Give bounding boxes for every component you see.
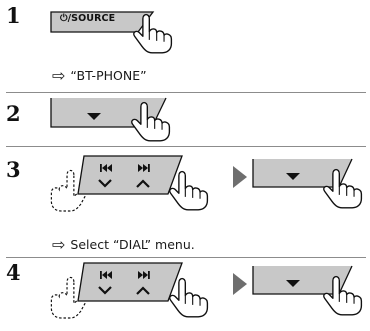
right-triangle-icon — [233, 273, 247, 295]
source-button-label: ⏻/SOURCE — [60, 13, 116, 24]
down-arrow-icon — [286, 173, 300, 180]
right-arrow-icon: ⇨ — [52, 66, 66, 85]
step-3-note-text: Select “DIAL” menu. — [70, 237, 195, 252]
skip-buttons-figure — [50, 262, 363, 319]
down-button-figure — [50, 97, 171, 142]
down-arrow-icon — [98, 286, 112, 295]
divider — [6, 257, 366, 258]
skip-buttons[interactable] — [77, 262, 183, 302]
up-arrow-icon — [136, 179, 150, 188]
step-1-note-text: “BT-PHONE” — [70, 68, 147, 83]
pointing-hand-icon — [169, 170, 209, 211]
skip-previous-icon — [100, 164, 112, 172]
step-3-number: 3 — [6, 157, 21, 182]
pointing-hand-icon — [169, 277, 209, 318]
step-2-number: 2 — [6, 101, 21, 126]
down-arrow-icon — [98, 179, 112, 188]
divider — [6, 146, 366, 147]
step-1-note: ⇨ “BT-PHONE” — [52, 66, 147, 85]
right-triangle-icon — [233, 166, 247, 188]
skip-buttons-figure — [50, 155, 363, 212]
skip-next-icon — [138, 164, 150, 172]
source-button-figure — [50, 11, 173, 54]
right-arrow-icon: ⇨ — [52, 235, 66, 254]
skip-next-icon — [138, 271, 150, 279]
divider — [6, 92, 366, 93]
down-button[interactable] — [252, 265, 353, 295]
skip-buttons[interactable] — [77, 155, 183, 195]
step-4-number: 4 — [6, 260, 21, 285]
down-button[interactable] — [252, 158, 353, 188]
up-arrow-icon — [136, 286, 150, 295]
down-arrow-icon — [286, 280, 300, 287]
step-1-number: 1 — [6, 3, 21, 28]
down-arrow-icon — [87, 113, 101, 120]
step-3-note: ⇨ Select “DIAL” menu. — [52, 235, 195, 254]
skip-previous-icon — [100, 271, 112, 279]
